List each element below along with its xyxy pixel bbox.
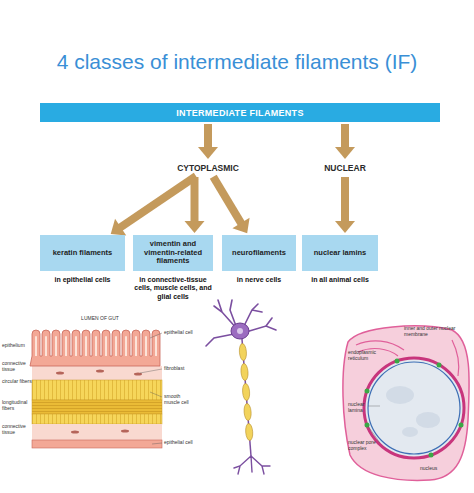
arrow-shaft	[213, 177, 241, 224]
connector-arrow	[111, 176, 196, 235]
filament-name: neurofilaments	[232, 249, 286, 258]
arrow-head	[335, 221, 355, 233]
neuron	[206, 300, 276, 474]
leader-line	[150, 392, 162, 397]
chromatin	[402, 427, 418, 437]
nucleus-cell	[343, 326, 469, 480]
branch-label: NUCLEAR	[324, 163, 366, 173]
leader-line	[152, 443, 162, 444]
cell-type-note: in connective-tissue cells, muscle cells…	[131, 276, 215, 301]
illustration-label: connective tissue	[2, 361, 32, 373]
nuclear-lamina	[368, 362, 460, 454]
connector-arrow	[335, 124, 355, 159]
illustration-label: nuclear pore complex	[348, 440, 382, 452]
arrow-shaft	[341, 177, 349, 222]
muscle-layer	[32, 414, 162, 424]
illustration-label: inner and outer nuclear membrane	[404, 326, 462, 338]
arrow-shaft	[204, 124, 212, 148]
connector-arrow	[185, 177, 205, 233]
filament-name: nuclear lamins	[314, 249, 367, 258]
connector-arrow	[335, 177, 355, 233]
nuclear-pore	[395, 359, 400, 364]
cell-type-note: in epithelial cells	[38, 276, 127, 284]
filament-name: keratin filaments	[53, 249, 113, 258]
illustration-label: nuclear lamina	[348, 402, 378, 414]
cell-type-note: in nerve cells	[220, 276, 298, 284]
connective-layer	[32, 424, 162, 440]
connective-layer	[32, 366, 162, 380]
branch-label: CYTOPLASMIC	[177, 163, 239, 173]
chromatin	[416, 412, 440, 428]
arrow-shaft	[191, 177, 199, 222]
arrow-head	[185, 221, 205, 233]
chromatin	[386, 386, 414, 404]
villi-core	[35, 336, 157, 356]
arrow-shaft	[341, 124, 349, 148]
myelin-segment	[243, 403, 251, 420]
nuclear-pore	[437, 363, 442, 368]
myelin-segment	[240, 363, 248, 380]
cell-nucleus	[237, 328, 243, 334]
leader-line	[368, 406, 380, 407]
fibroblast-cell	[121, 430, 129, 433]
illustration-label: epithelial cell	[164, 440, 194, 446]
arrow-head	[335, 147, 355, 159]
illustration-label: endoplasmic reticulum	[348, 350, 382, 362]
illustration-label: epithelium	[2, 343, 32, 349]
circular-muscle	[32, 380, 162, 400]
filament-box: neurofilamentsin nerve cells	[222, 235, 296, 271]
branch-heading: NUCLEAR	[316, 161, 374, 175]
arrow-head	[111, 219, 127, 236]
illustration-label: epithelial cell	[164, 330, 194, 336]
illustration-label: smooth muscle cell	[164, 394, 194, 406]
nuclear-pore	[429, 453, 434, 458]
myelin-segment	[239, 343, 247, 360]
axon-terminals	[234, 456, 270, 474]
cell-type-note: in all animal cells	[300, 276, 380, 284]
gut-wall	[30, 330, 162, 448]
nuclear-pore	[459, 423, 464, 428]
illustration-label: nucleus	[420, 466, 450, 472]
illustration-label: connective tissue	[2, 424, 32, 436]
illustration-label: circular fibers	[2, 379, 32, 385]
connector-arrow	[198, 124, 218, 159]
filament-box: keratin filamentsin epithelial cells	[40, 235, 125, 271]
filament-box: vimentin and vimentin-related filamentsi…	[133, 235, 213, 271]
category-bar: INTERMEDIATE FILAMENTS	[40, 103, 440, 122]
arrow-shaft	[120, 176, 196, 228]
leader-line	[150, 333, 162, 338]
illustration-label: LUMEN OF GUT	[70, 316, 130, 322]
myelin-segment	[245, 423, 253, 440]
leader-line	[140, 369, 162, 373]
cell-body	[231, 323, 249, 339]
outer-epithelium	[32, 440, 162, 448]
bar-label: INTERMEDIATE FILAMENTS	[176, 108, 303, 118]
arrow-head	[232, 218, 249, 233]
fibroblast-cell	[71, 431, 79, 434]
longitudinal-muscle	[32, 400, 162, 414]
myelin-segment	[242, 383, 250, 400]
nuclear-pore	[365, 389, 370, 394]
dendrites	[206, 300, 276, 346]
cytoplasm	[343, 326, 469, 480]
filament-name: vimentin and vimentin-related filaments	[136, 240, 210, 266]
illustration-label: longitudinal fibers	[2, 400, 32, 412]
fibroblast-cell	[56, 372, 64, 375]
illustration-label: fibroblast	[164, 366, 194, 372]
filament-box: nuclear laminsin all animal cells	[302, 235, 378, 271]
nuclear-envelope	[364, 358, 464, 458]
connector-arrow	[213, 177, 249, 234]
villi-epithelium	[30, 330, 160, 366]
diagram-title: 4 classes of intermediate filaments (IF)	[0, 50, 474, 74]
fibroblast-cell	[96, 370, 104, 373]
arrow-head	[198, 147, 218, 159]
branch-heading: CYTOPLASMIC	[176, 161, 240, 175]
